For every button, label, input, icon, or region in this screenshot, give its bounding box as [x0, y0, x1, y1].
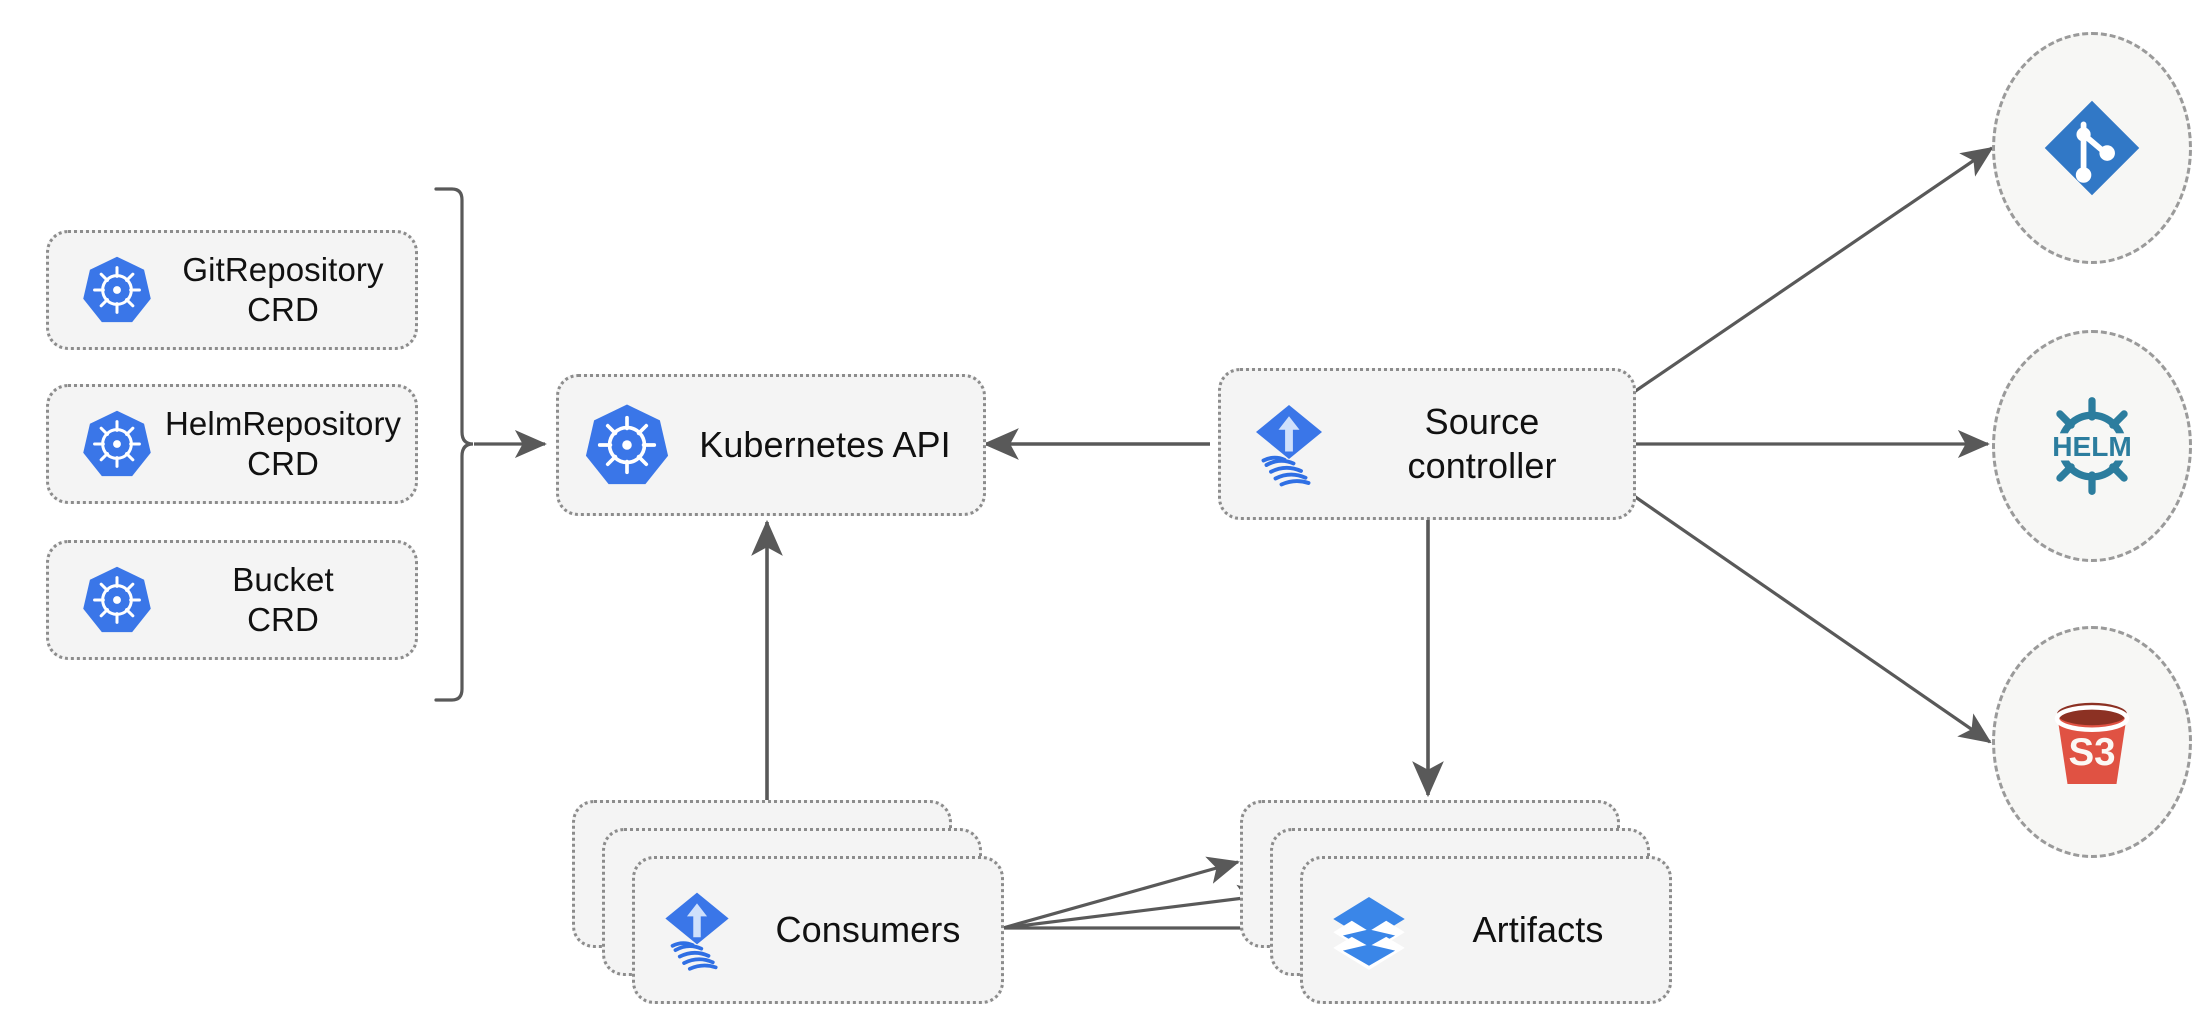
node-source-controller[interactable]: Source controller — [1218, 368, 1636, 520]
s3-bucket-icon: S3 — [2036, 686, 2148, 798]
node-consumers[interactable]: Consumers — [632, 856, 1004, 1004]
edge-source-to-git — [1633, 146, 1994, 394]
kubernetes-icon — [573, 400, 681, 490]
layers-icon — [1317, 886, 1421, 974]
s3-label: S3 — [2068, 731, 2115, 774]
edge-consumers-to-artifacts-2 — [1002, 884, 1270, 930]
target-s3[interactable]: S3 — [1992, 626, 2192, 858]
flux-icon — [645, 884, 749, 976]
kubernetes-icon — [69, 407, 165, 481]
kubernetes-icon — [69, 563, 165, 637]
node-label: Kubernetes API — [699, 424, 951, 466]
node-label: Artifacts — [1472, 909, 1604, 951]
helm-label: HELM — [2052, 431, 2132, 462]
crd-label: GitRepository CRD — [182, 250, 384, 328]
edge-consumers-to-artifacts-1 — [1002, 856, 1240, 930]
crd-card-helmrepository[interactable]: HelmRepository CRD — [46, 384, 418, 504]
helm-icon: HELM — [2034, 388, 2150, 504]
flux-icon — [1233, 396, 1345, 492]
node-label: Source controller — [1407, 401, 1557, 486]
target-git[interactable] — [1992, 32, 2192, 264]
edge-source-to-s3 — [1633, 494, 1992, 744]
git-icon — [2038, 94, 2146, 202]
crd-card-gitrepository[interactable]: GitRepository CRD — [46, 230, 418, 350]
node-label: Consumers — [775, 909, 961, 951]
target-helm[interactable]: HELM — [1992, 330, 2192, 562]
node-artifacts[interactable]: Artifacts — [1300, 856, 1672, 1004]
crd-label: Bucket CRD — [232, 560, 334, 638]
crd-card-bucket[interactable]: Bucket CRD — [46, 540, 418, 660]
crd-label: HelmRepository CRD — [165, 404, 402, 482]
crd-group-brace — [434, 187, 474, 702]
node-kubernetes-api[interactable]: Kubernetes API — [556, 374, 986, 516]
kubernetes-icon — [69, 253, 165, 327]
